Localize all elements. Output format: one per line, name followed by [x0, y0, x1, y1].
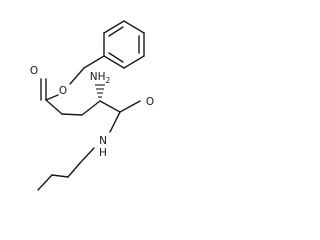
bond-ch2-to-alpha-c [81, 100, 101, 116]
carbonyl-oxygen-label: O [30, 65, 38, 77]
bond-ring-inner-3 [108, 52, 124, 63]
amide-nitrogen-label: N [99, 135, 107, 147]
bond-alpha-c-to-amide-c [99, 100, 121, 113]
bond-ring-1 [103, 20, 125, 34]
bond-ring-to-ch2 [83, 55, 105, 69]
bonds-group [37, 20, 145, 191]
bond-ring-5 [103, 55, 125, 69]
chemical-structure: O O NH2 O N H [29, 20, 155, 191]
bond-amide-c-to-n [109, 111, 121, 133]
bond-ch2-to-ch2 [61, 113, 83, 116]
bond-butyl-3-to-4 [37, 174, 53, 191]
bond-ch2-to-ester-o [69, 67, 85, 85]
stereo-hash-wedge [95, 84, 105, 98]
bond-ester-o-to-carbonyl-c [45, 94, 59, 101]
amine-subscript: 2 [105, 76, 110, 85]
ester-oxygen-label: O [59, 85, 67, 97]
amide-hydrogen-label: H [99, 147, 107, 159]
bond-ring-inner-1 [108, 26, 124, 37]
amide-oxygen-label: O [146, 96, 154, 108]
atom-labels: O O NH2 O N H [30, 65, 154, 159]
bond-carbonyl-c-to-ch2 [45, 99, 63, 115]
bond-ring-2 [123, 20, 145, 34]
bond-n-to-butyl-1 [79, 147, 95, 164]
bond-butyl-1-to-2 [67, 162, 81, 178]
amine-nh-text: NH [90, 71, 106, 83]
bond-ring-4 [123, 55, 145, 69]
amine-label: NH2 [90, 71, 111, 85]
bond-butyl-2-to-3 [51, 174, 69, 178]
bond-amide-c-to-o [119, 100, 141, 113]
